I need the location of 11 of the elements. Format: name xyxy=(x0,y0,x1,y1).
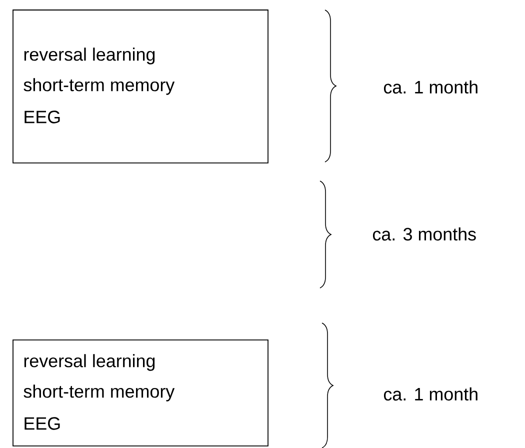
box-text: short-term memory xyxy=(24,78,175,95)
box-text: EEG xyxy=(24,417,60,430)
box-text: short-term memory xyxy=(24,384,175,402)
box-text: reversal learning xyxy=(24,48,155,64)
text-box xyxy=(12,340,268,446)
duration-label: ca. 1 month xyxy=(384,80,478,94)
box-text: EEG xyxy=(24,110,60,124)
duration-label: ca. 3 months xyxy=(372,227,476,241)
box-text: reversal learning xyxy=(24,354,155,371)
text-box xyxy=(12,10,268,164)
duration-label: ca. 1 month xyxy=(384,387,478,401)
